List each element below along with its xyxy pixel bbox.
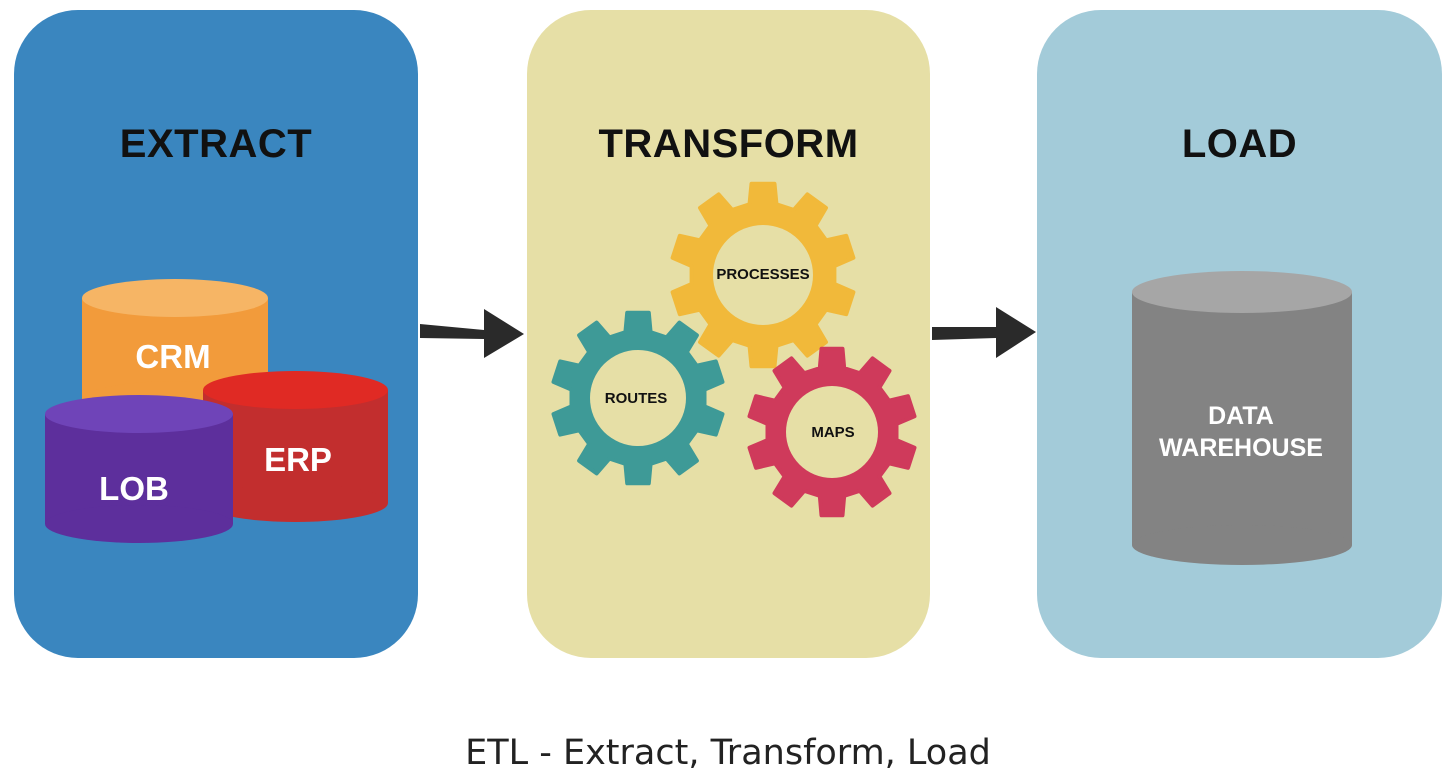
routes-label: ROUTES <box>605 390 668 407</box>
diagram-caption: ETL - Extract, Transform, Load <box>465 733 991 773</box>
extract-title: EXTRACT <box>119 122 313 166</box>
data-warehouse-label-line1: DATA <box>1208 402 1274 430</box>
arrow-right-icon <box>420 309 524 358</box>
maps-label: MAPS <box>811 424 854 441</box>
lob-database-icon: LOB <box>45 395 233 543</box>
crm-label: CRM <box>135 338 210 375</box>
routes-gear-icon <box>551 310 725 486</box>
load-title: LOAD <box>1181 122 1298 166</box>
maps-gear-icon <box>747 346 917 518</box>
erp-label: ERP <box>264 441 332 478</box>
data-warehouse-database-icon: DATA WAREHOUSE <box>1132 271 1352 565</box>
processes-gear-icon <box>670 181 856 369</box>
data-warehouse-label-line2: WAREHOUSE <box>1159 434 1323 462</box>
transform-title: TRANSFORM <box>598 122 859 166</box>
lob-label: LOB <box>99 470 169 507</box>
arrow-right-icon <box>932 307 1036 358</box>
erp-database-icon: ERP <box>203 371 388 522</box>
processes-label: PROCESSES <box>716 266 809 283</box>
